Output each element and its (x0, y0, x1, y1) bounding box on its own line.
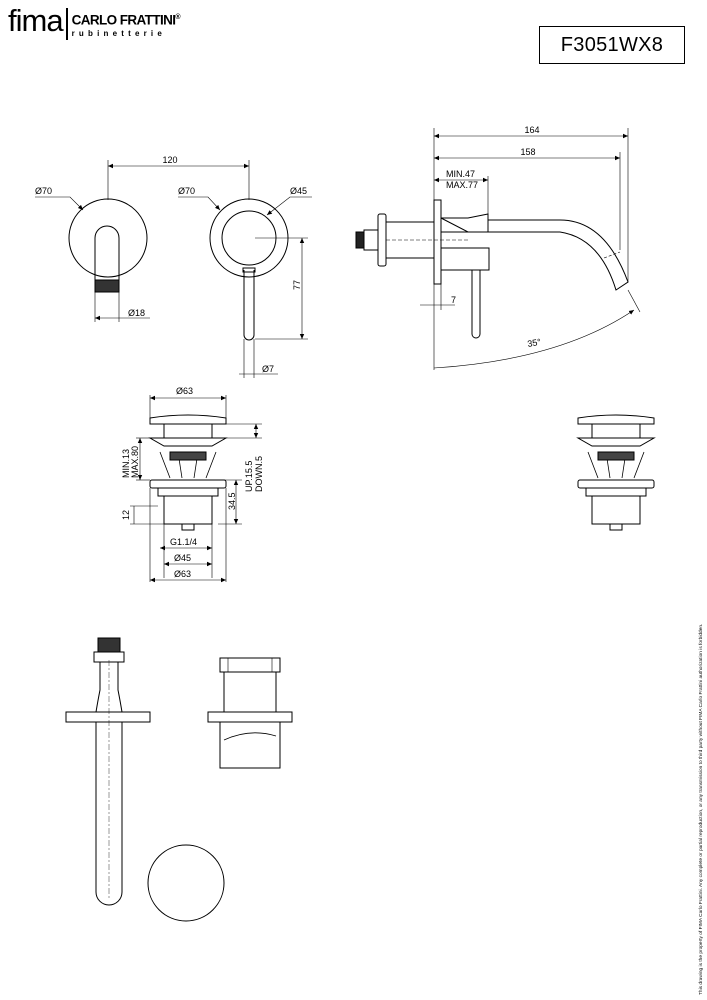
dim-waste-thread: G1.1/4 (170, 537, 197, 547)
waste-dimensioned (130, 395, 262, 583)
aerator-front (94, 279, 120, 293)
mixer-body-housing (219, 721, 281, 769)
waste-plain (576, 414, 656, 531)
brand-tagline: rubinetterie (71, 28, 166, 38)
brand-maker: CARLO FRATTINI (71, 12, 176, 28)
dim-spout-plate-diameter: Ø70 (35, 186, 52, 196)
front-view-spout (35, 160, 249, 322)
side-view (355, 128, 641, 370)
dim-spout-projection: 158 (520, 147, 535, 157)
mixer-lower-side (440, 247, 490, 271)
dim-waste-body-height: 34.5 (227, 492, 237, 510)
dim-wall-depth-max: MAX.77 (446, 180, 478, 190)
valve-body-flange (377, 213, 387, 267)
dim-lever-length: 77 (292, 280, 302, 290)
dim-waste-stroke-up: UP.15.5 (244, 461, 254, 492)
spout-mounting-plate (65, 711, 151, 723)
side-wall-plate (433, 199, 442, 285)
brand-name: fima (8, 3, 64, 38)
mixer-mounting-plate (207, 711, 293, 723)
dim-spout-angle: 35° (527, 337, 543, 349)
spout-tube (95, 722, 123, 906)
spout-connector-thread (97, 637, 121, 653)
dim-waste-body-diameter: Ø45 (174, 553, 191, 563)
dim-waste-thread-height: 12 (121, 510, 131, 520)
mixer-cap-side (440, 213, 489, 233)
waste-flange (149, 479, 227, 489)
product-code-box: F3051WX8 (539, 26, 685, 64)
waste-thread-body (163, 495, 213, 525)
dim-waste-flange-diameter: Ø63 (174, 569, 191, 579)
brand-mark: ® (175, 14, 180, 21)
lever-handle (243, 334, 255, 341)
dim-plate-thickness: 7 (451, 295, 456, 305)
dim-waste-height-min: MIN.13 (121, 449, 131, 478)
cartridge-thread (355, 231, 365, 249)
dim-mixer-body-diameter: Ø45 (290, 186, 307, 196)
mixer-component (207, 657, 293, 769)
spout-wall-plate (68, 198, 148, 278)
dim-mixer-plate-diameter: Ø70 (178, 186, 195, 196)
dim-waste-cap-diameter: Ø63 (176, 386, 193, 396)
brand-divider (65, 8, 68, 40)
spout-component (65, 637, 151, 906)
lever-base (242, 267, 256, 273)
mixer-cap-nut (219, 657, 281, 673)
spout-tube-front (94, 225, 120, 290)
dim-wall-depth-min: MIN.47 (446, 169, 475, 179)
dim-lever-diameter: Ø7 (262, 364, 274, 374)
product-code: F3051WX8 (560, 33, 664, 56)
dim-waste-stroke-down: DOWN.5 (254, 456, 264, 492)
dim-spout-outlet-diameter: Ø18 (128, 308, 145, 318)
dim-total-projection: 164 (524, 125, 539, 135)
round-cover-plate (147, 844, 225, 922)
dim-waste-height-max: MAX.80 (130, 446, 140, 478)
dim-center-distance: 120 (162, 155, 177, 165)
waste-cap (149, 414, 227, 425)
spout-side-profile (441, 219, 629, 291)
brand-logo: fima CARLO FRATTINI® rubinetterie (8, 3, 181, 40)
front-view-mixer (178, 160, 312, 378)
